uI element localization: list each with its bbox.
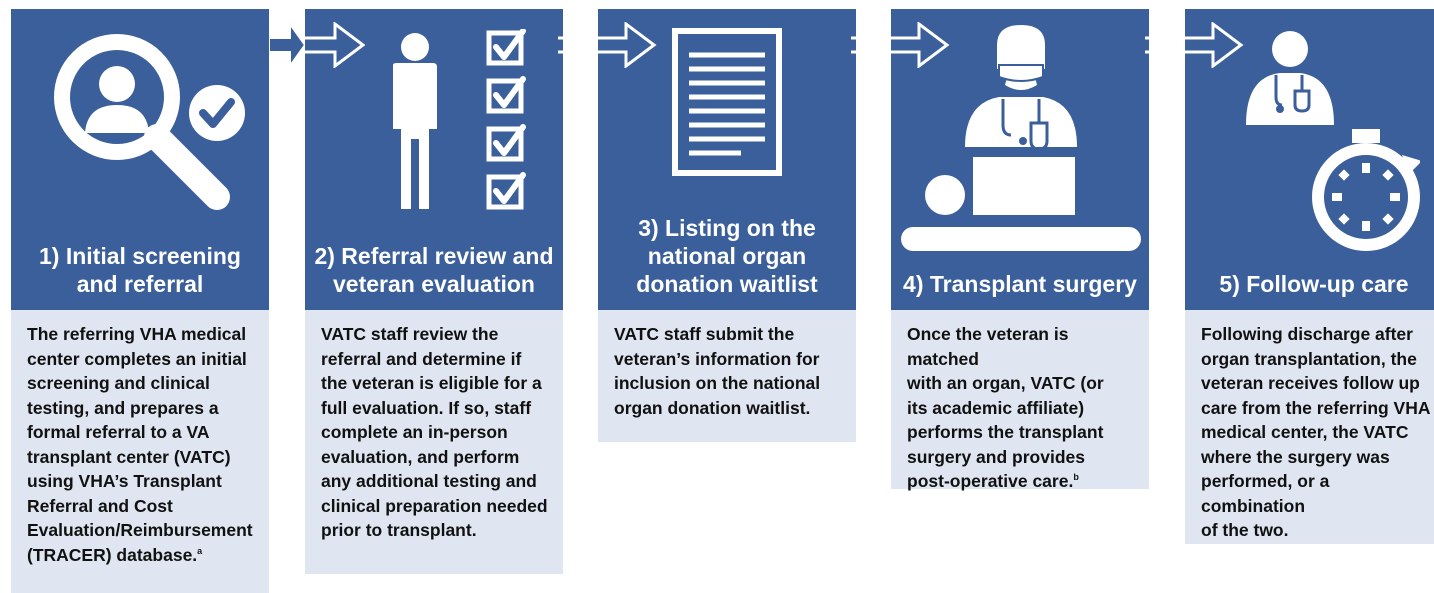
step-2-description-text: VATC staff review the referral and deter… bbox=[321, 324, 548, 540]
step-1-header: 1) Initial screening and referral bbox=[11, 9, 269, 310]
step-5: 5) Follow-up care Following discharge af… bbox=[1145, 9, 1434, 544]
step-4-description-text: Once the veteran is matched with an orga… bbox=[907, 324, 1104, 491]
document-icon bbox=[672, 28, 782, 176]
step-1-description: The referring VHA medical center complet… bbox=[11, 310, 269, 593]
arrow-head-overlay bbox=[305, 22, 365, 68]
arrow-1-to-2 bbox=[269, 22, 306, 68]
step-4-header: 4) Transplant surgery bbox=[851, 9, 1149, 310]
step-5-description: Following discharge after organ transpla… bbox=[1185, 310, 1434, 544]
footnote-a: a bbox=[197, 545, 203, 556]
step-2-title: 2) Referral review and veteran evaluatio… bbox=[314, 243, 554, 297]
step-2: 2) Referral review and veteran evaluatio… bbox=[305, 9, 563, 574]
step-4-description: Once the veteran is matched with an orga… bbox=[891, 310, 1149, 491]
surgeon-patient-icon bbox=[901, 25, 1141, 251]
step-2-description: VATC staff review the referral and deter… bbox=[305, 310, 563, 574]
step-1-title: 1) Initial screening and referral bbox=[39, 243, 241, 297]
step-1-description-text: The referring VHA medical center complet… bbox=[27, 324, 253, 565]
step-5-description-text: Following discharge after organ transpla… bbox=[1201, 324, 1431, 540]
magnifier-person-check-icon bbox=[54, 34, 245, 210]
footnote-b: b bbox=[1073, 472, 1079, 483]
person-checklist-icon bbox=[393, 29, 526, 210]
step-1: 1) Initial screening and referral The re… bbox=[11, 9, 269, 593]
step-3-title: 3) Listing on the national organ donatio… bbox=[636, 215, 818, 297]
step-3-header: 3) Listing on the national organ donatio… bbox=[558, 9, 856, 310]
arrow-head-overlay bbox=[1145, 22, 1244, 68]
step-4-title: 4) Transplant surgery bbox=[903, 271, 1137, 297]
step-5-header: 5) Follow-up care bbox=[1145, 9, 1434, 310]
step-3-description-text: VATC staff submit the veteran’s informat… bbox=[614, 324, 821, 418]
step-5-title: 5) Follow-up care bbox=[1219, 271, 1409, 297]
step-3: 3) Listing on the national organ donatio… bbox=[558, 9, 856, 442]
step-3-description: VATC staff submit the veteran’s informat… bbox=[598, 310, 856, 442]
doctor-stopwatch-icon bbox=[1246, 31, 1420, 251]
arrow-head-overlay bbox=[558, 22, 657, 68]
step-4: 4) Transplant surgery Once the veteran i… bbox=[851, 9, 1149, 491]
step-2-header: 2) Referral review and veteran evaluatio… bbox=[305, 9, 563, 310]
arrow-head-overlay bbox=[851, 22, 950, 68]
